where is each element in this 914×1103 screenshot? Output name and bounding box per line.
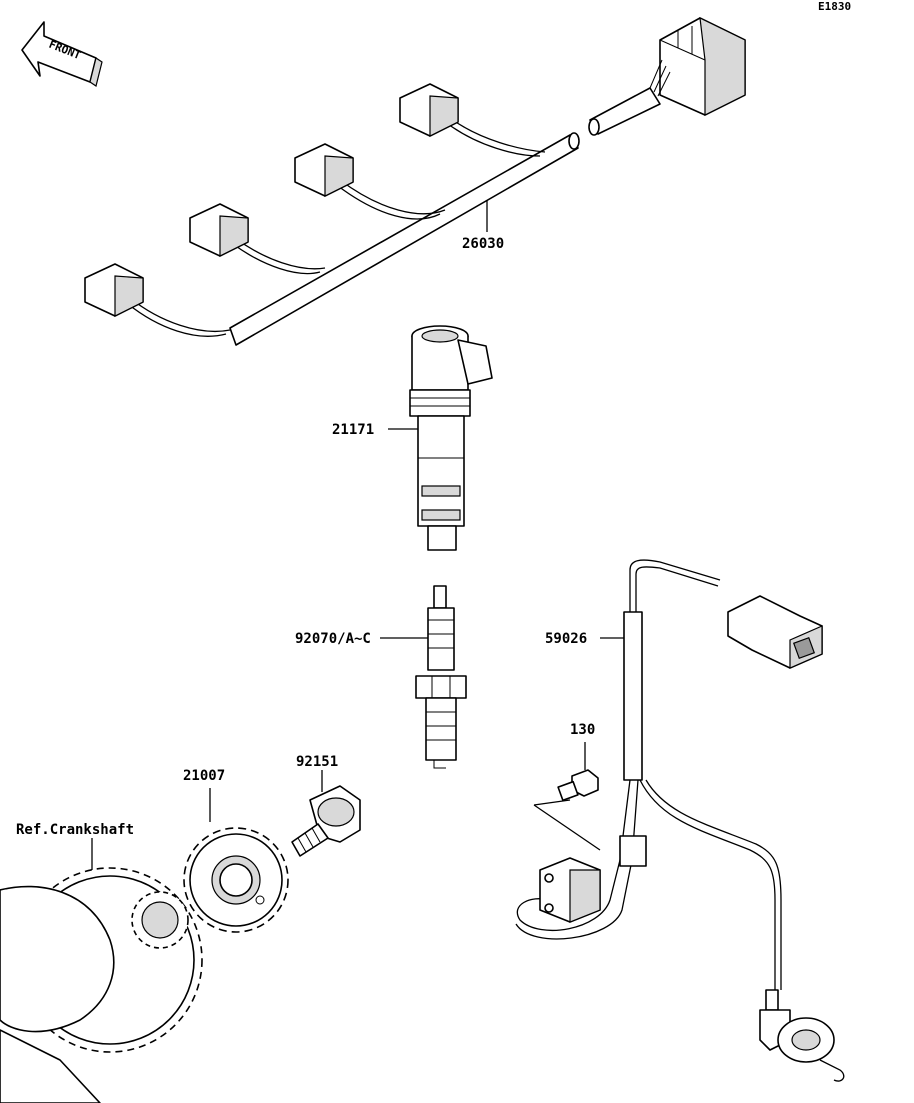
sensor-pickup: [759, 989, 845, 1082]
main-connector: [649, 16, 746, 116]
wiring-harness-26030: [84, 16, 746, 346]
coil-connector-3: [189, 203, 249, 257]
timing-rotor-21007: [183, 827, 289, 933]
reference-label: Ref.Crankshaft: [16, 822, 134, 838]
part-label-92070: 92070/A~C: [295, 631, 371, 647]
coil-connector-2: [294, 143, 354, 197]
screw-130: [533, 769, 601, 851]
part-label-59026: 59026: [545, 631, 587, 647]
bolt-92151: [291, 785, 361, 857]
part-label-92151: 92151: [296, 754, 338, 770]
crankshaft-sensor-59026: [515, 559, 845, 1082]
front-arrow-icon: FRONT: [21, 21, 103, 87]
sensor-body: [539, 857, 601, 923]
part-label-21171: 21171: [332, 422, 374, 438]
coil-connector-1: [399, 83, 459, 137]
crankshaft-reference: [0, 867, 203, 1103]
coil-connector-4: [84, 263, 144, 317]
part-label-21007: 21007: [183, 768, 225, 784]
spark-plug-92070: [415, 585, 467, 769]
diagram-code: E1830: [818, 0, 851, 13]
part-label-130: 130: [570, 722, 595, 738]
sensor-connector: [727, 595, 823, 669]
part-label-26030: 26030: [462, 236, 504, 252]
ignition-coil-21171: [409, 325, 493, 551]
